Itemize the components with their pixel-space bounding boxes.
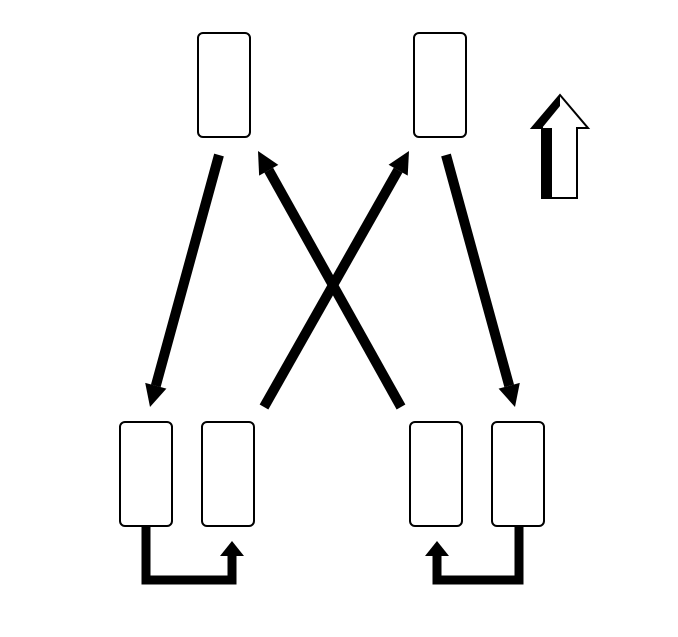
- arrow-bottom-right-inner-to-top-left: [258, 151, 406, 410]
- arrow-bottom-left-inner-to-top-right-shaft: [259, 167, 403, 410]
- tire-top-right: [413, 32, 467, 138]
- arrow-bottom-left-inner-to-top-right: [259, 151, 409, 410]
- arrow-bottom-left-outer-to-inner: [141, 526, 244, 585]
- arrow-top-left-to-bottom-left-outer-head: [145, 382, 167, 407]
- arrow-top-right-to-bottom-right-outer-shaft: [441, 153, 515, 388]
- arrow-bottom-right-outer-to-inner-head: [425, 541, 449, 556]
- arrow-top-left-to-bottom-left-outer-shaft: [150, 153, 224, 388]
- up-arrow-shadow: [542, 128, 552, 198]
- up-arrow-outline: [529, 93, 591, 199]
- arrow-top-left-to-bottom-left-outer: [145, 153, 224, 407]
- arrow-bottom-right-outer-to-inner: [425, 526, 524, 585]
- arrow-bottom-right-inner-to-top-left-head: [258, 151, 279, 176]
- tire-bottom-right-outer: [491, 421, 545, 527]
- tire-bottom-right-inner: [409, 421, 463, 527]
- arrow-bottom-left-outer-to-inner-head: [220, 541, 244, 556]
- arrow-top-right-to-bottom-right-outer-head: [498, 382, 520, 407]
- up-arrow-icon: [529, 93, 591, 199]
- arrow-bottom-right-outer-to-inner-shaft: [432, 526, 524, 585]
- arrow-bottom-left-outer-to-inner-shaft: [141, 526, 237, 585]
- tire-bottom-left-inner: [201, 421, 255, 527]
- arrow-top-right-to-bottom-right-outer: [441, 153, 520, 407]
- arrow-bottom-left-inner-to-top-right-head: [388, 151, 409, 176]
- tire-top-left: [197, 32, 251, 138]
- tire-bottom-left-outer: [119, 421, 173, 527]
